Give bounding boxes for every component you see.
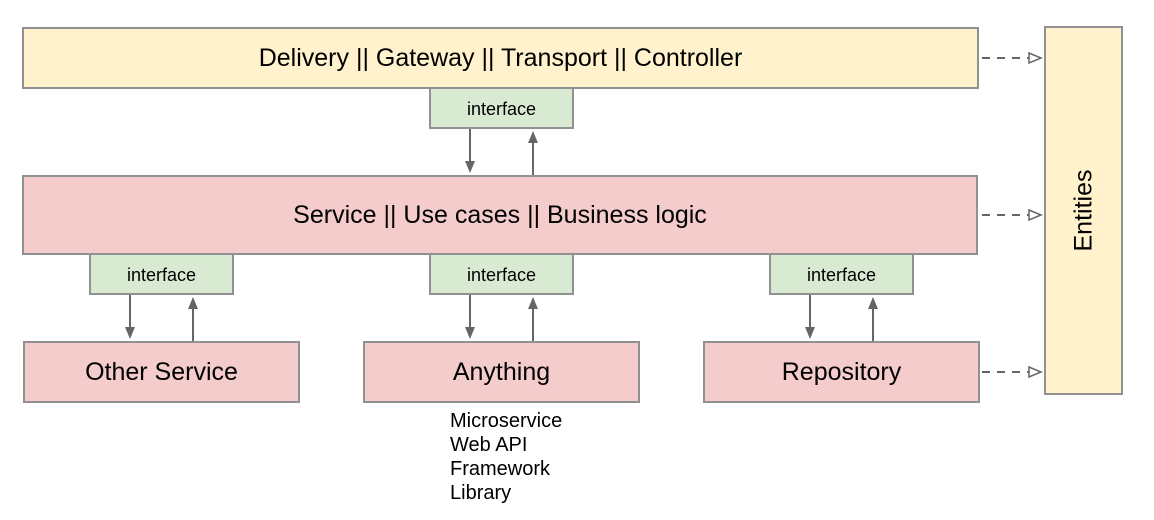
interface-label: interface <box>466 98 537 119</box>
entities-label: Entities <box>1069 169 1098 252</box>
list-item: Framework <box>450 458 551 480</box>
interface-box-top: interface <box>429 87 574 129</box>
interface-box-middle: interface <box>429 253 574 295</box>
anything-label: Anything <box>452 357 551 386</box>
interface-label: interface <box>126 264 197 285</box>
other-service-box: Other Service <box>23 341 300 403</box>
interface-box-right: interface <box>769 253 914 295</box>
anything-examples-list: Microservice Web API Framework Library <box>450 409 562 505</box>
list-item: Web API <box>450 434 528 456</box>
list-item: Library <box>450 482 512 504</box>
repository-box: Repository <box>703 341 980 403</box>
service-layer-label: Service || Use cases || Business logic <box>293 200 707 229</box>
list-item: Microservice <box>450 410 563 432</box>
interface-label: interface <box>466 264 537 285</box>
entities-box: Entities <box>1044 26 1123 395</box>
interface-label: interface <box>806 264 877 285</box>
service-layer-box: Service || Use cases || Business logic <box>22 175 978 255</box>
delivery-layer-box: Delivery || Gateway || Transport || Cont… <box>22 27 979 89</box>
anything-box: Anything <box>363 341 640 403</box>
other-service-label: Other Service <box>85 357 238 386</box>
repository-label: Repository <box>781 357 902 386</box>
delivery-layer-label: Delivery || Gateway || Transport || Cont… <box>258 43 743 72</box>
interface-box-left: interface <box>89 253 234 295</box>
